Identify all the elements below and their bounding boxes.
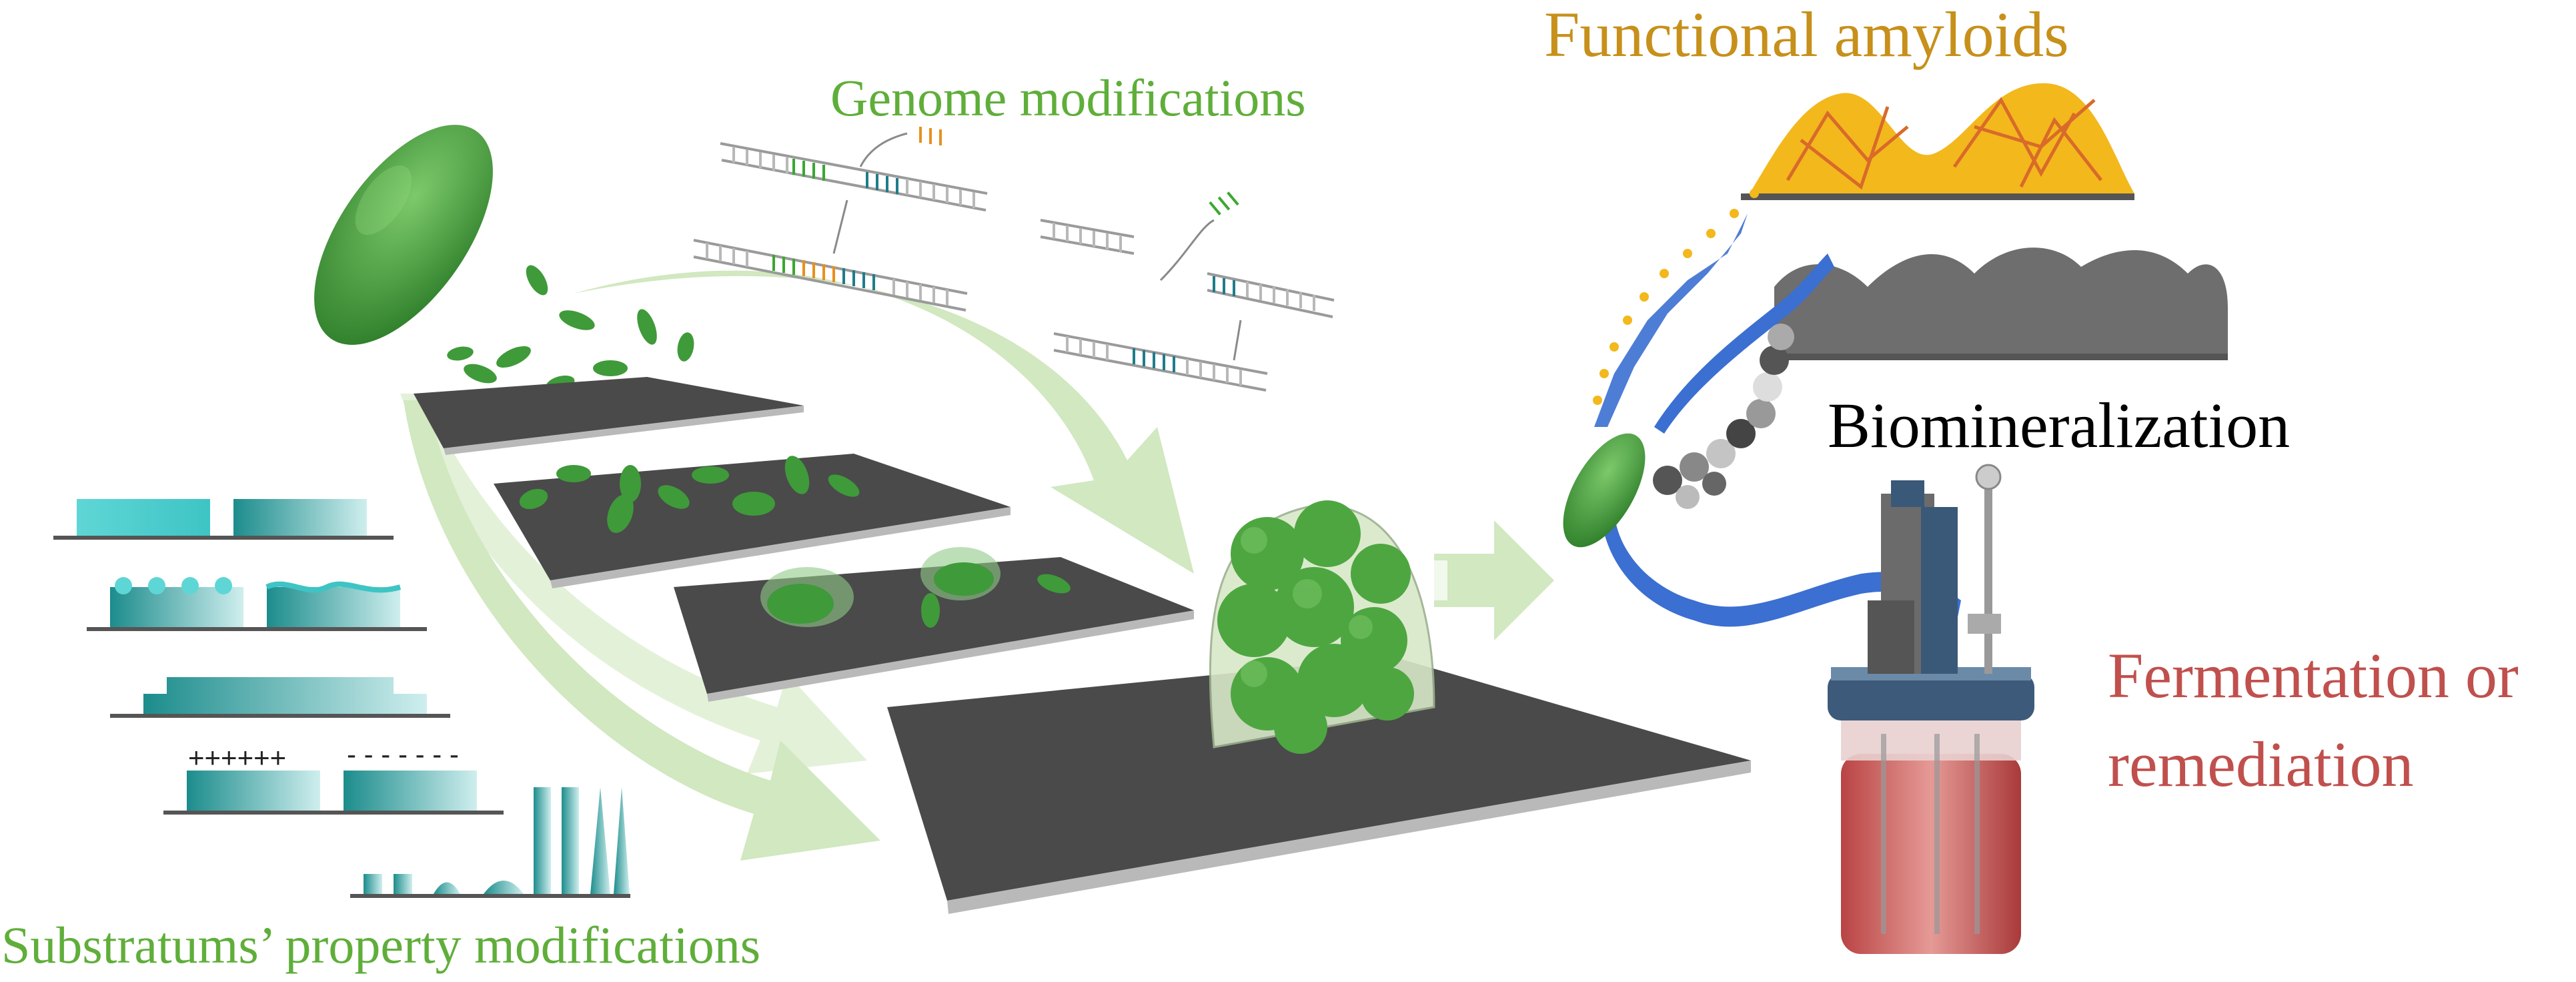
fermentation-label-line2: remediation — [2108, 728, 2414, 800]
mineral-beads — [1653, 324, 1794, 509]
flow-arrows — [400, 270, 1554, 861]
plate-2 — [494, 454, 1011, 588]
functional-amyloids-label: Functional amyloids — [1544, 0, 2069, 70]
genome-modifications-label: Genome modifications — [830, 69, 1306, 127]
amyloid-beads — [1593, 189, 1759, 405]
plate-1 — [414, 377, 804, 455]
bioreactor-icon — [1828, 464, 2034, 954]
planktonic-bacteria — [447, 265, 694, 392]
dna-icon — [693, 127, 1335, 392]
bacterium-icon — [1563, 433, 1646, 548]
arrow-middle — [400, 394, 867, 774]
arrow-to-products — [1434, 520, 1554, 640]
fibril-chains — [1594, 213, 1961, 627]
mineral-surface — [1768, 248, 2228, 360]
arrow-top — [574, 270, 1194, 574]
plate-3 — [674, 547, 1194, 702]
plate-4 — [887, 657, 1751, 914]
mature-biofilm — [1209, 500, 1435, 754]
amyloid-fibril-icon — [1741, 83, 2134, 200]
svg-text:- - - - - - -: - - - - - - - — [347, 739, 459, 770]
bacterium-icon — [314, 125, 493, 345]
stage-plates — [414, 377, 1751, 914]
svg-text:++++++: ++++++ — [188, 742, 286, 773]
substratum-modifications: ++++++ - - - - - - - — [53, 499, 630, 898]
fermentation-label-line1: Fermentation or — [2108, 640, 2519, 711]
biomineralization-label: Biomineralization — [1828, 390, 2291, 461]
arrow-left — [404, 400, 880, 861]
substratum-modifications-label: Substratums’ property modifications — [1, 916, 761, 974]
